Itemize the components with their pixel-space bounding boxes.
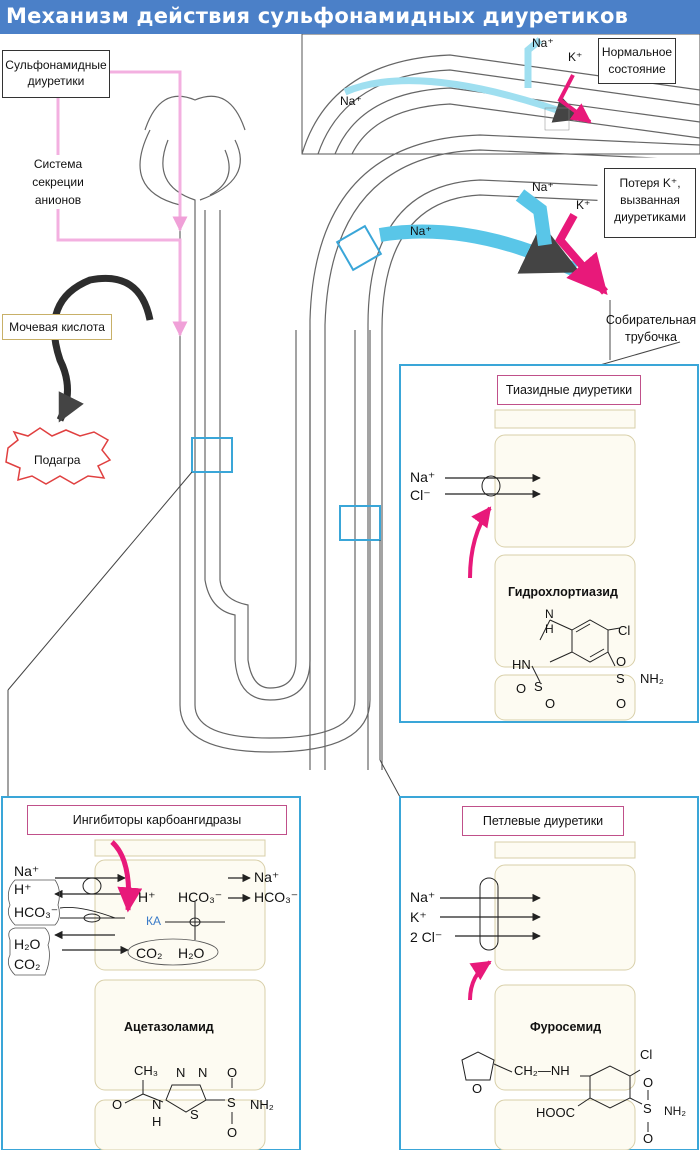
thiazide-ion-cl: Cl⁻ <box>410 487 431 503</box>
top-na-top: Na⁺ <box>532 36 554 50</box>
zoom-square-distal <box>335 224 383 272</box>
ca-right-hco3: HCO₃⁻ <box>254 889 299 905</box>
zoom-square-loop <box>339 505 381 541</box>
acetazolamide-o-top: O <box>227 1065 238 1080</box>
ca-h-plus: H⁺ <box>138 889 156 905</box>
loop-ion-cl: 2 Cl⁻ <box>410 929 443 945</box>
carbonic-title-box: Ингибиторы карбоангидразы <box>27 805 287 835</box>
loop-title: Петлевые диуретики <box>482 814 604 828</box>
ca-left-h: H⁺ <box>14 881 32 897</box>
collecting-duct-label: Собирательная трубочка <box>605 313 697 344</box>
mid-k-top: K⁺ <box>576 198 591 212</box>
gout-burst <box>5 427 112 485</box>
gout-label: Подагра <box>34 453 81 467</box>
thiazide-n: N <box>545 607 554 621</box>
ca-left-h2o: H₂O <box>14 936 41 952</box>
loop-of-henle <box>139 95 371 753</box>
furosemide-ch2nh: CH₂—NH <box>514 1063 570 1078</box>
thiazide-title: Тиазидные диуретики <box>505 383 633 397</box>
thiazide-ion-na: Na⁺ <box>410 469 436 485</box>
ca-left-na: Na⁺ <box>14 863 40 879</box>
acetazolamide-s-side: S <box>227 1095 236 1110</box>
acetazolamide-nh: N <box>152 1097 162 1112</box>
uric-acid-box: Мочевая кислота <box>2 314 112 340</box>
thiazide-s-ring: S <box>534 679 543 694</box>
ca-ka: КА <box>146 914 161 928</box>
carbonic-panel-graphic <box>1 796 301 1150</box>
thiazide-title-box: Тиазидные диуретики <box>497 375 641 405</box>
thiazide-nh2: NH₂ <box>640 671 664 686</box>
furosemide-o-bottom: O <box>643 1131 654 1146</box>
ca-hco3-mid: HCO₃⁻ <box>178 889 223 905</box>
furosemide-nh2: NH₂ <box>664 1104 686 1118</box>
acetazolamide-nh2: NH₂ <box>250 1097 274 1112</box>
thiazide-s-side: S <box>616 671 625 686</box>
furosemide-cl: Cl <box>640 1047 653 1062</box>
acetazolamide-ch3: CH₃ <box>134 1063 159 1078</box>
page-title: Механизм действия сульфонамидных диурети… <box>6 4 629 28</box>
acetazolamide-h: H <box>152 1114 162 1129</box>
thiazide-hn: HN <box>512 657 531 672</box>
ca-right-na: Na⁺ <box>254 869 280 885</box>
k-loss-label: Потеря K⁺, вызванная диуретиками <box>614 176 686 224</box>
loop-panel-graphic <box>399 796 699 1150</box>
furosemide-o-top: O <box>643 1075 654 1090</box>
loop-title-box: Петлевые диуретики <box>462 806 624 836</box>
loop-ion-na: Na⁺ <box>410 889 436 905</box>
thiazide-panel-graphic <box>399 364 699 723</box>
anion-secretion-label: Система секреции анионов <box>26 155 90 209</box>
acetazolamide-n1: N <box>176 1065 186 1080</box>
thiazide-h: H <box>545 622 554 636</box>
loop-drug-name: Фуросемид <box>530 1020 602 1034</box>
thiazide-drug-name: Гидрохлортиазид <box>508 585 618 599</box>
carbonic-drug-name: Ацетазоламид <box>124 1020 214 1034</box>
mid-transport-arrows <box>378 189 609 296</box>
furosemide-o-furan: O <box>472 1081 483 1096</box>
uric-acid-curve <box>50 274 154 423</box>
mid-na-left: Na⁺ <box>410 224 432 238</box>
title-bar: Механизм действия сульфонамидных диурети… <box>0 0 700 34</box>
ca-h2o: H₂O <box>178 945 205 961</box>
k-loss-box: Потеря K⁺, вызванная диуретиками <box>604 168 696 238</box>
furosemide-hooc: HOOC <box>536 1105 575 1120</box>
acetazolamide-n2: N <box>198 1065 208 1080</box>
thiazide-o1: O <box>516 681 527 696</box>
acetazolamide-o-bottom: O <box>227 1125 238 1140</box>
thiazide-cl: Cl <box>618 623 631 638</box>
uric-acid-label: Мочевая кислота <box>9 320 105 334</box>
ca-left-hco3: HCO₃⁻ <box>14 904 59 920</box>
thiazide-o3: O <box>616 654 627 669</box>
mid-na-top: Na⁺ <box>532 180 554 194</box>
normal-state-label: Нормальное состояние <box>601 45 673 76</box>
furosemide-s-side: S <box>643 1101 652 1116</box>
top-k-top: K⁺ <box>568 50 583 64</box>
thiazide-o2: O <box>545 696 556 711</box>
ca-left-co2: CO₂ <box>14 956 41 972</box>
zoom-square-proximal <box>191 437 233 473</box>
sulfonamide-label: Сульфонамидные диуретики <box>5 58 107 88</box>
acetazolamide-o-left: O <box>112 1097 123 1112</box>
thiazide-o4: O <box>616 696 627 711</box>
normal-state-box: Нормальное состояние <box>598 38 676 84</box>
carbonic-title: Ингибиторы карбоангидразы <box>72 813 242 827</box>
top-na-left: Na⁺ <box>340 94 362 108</box>
sulfonamide-label-box: Сульфонамидные диуретики <box>2 50 110 98</box>
acetazolamide-s-ring: S <box>190 1107 199 1122</box>
ca-co2: CO₂ <box>136 945 163 961</box>
loop-ion-k: K⁺ <box>410 909 427 925</box>
